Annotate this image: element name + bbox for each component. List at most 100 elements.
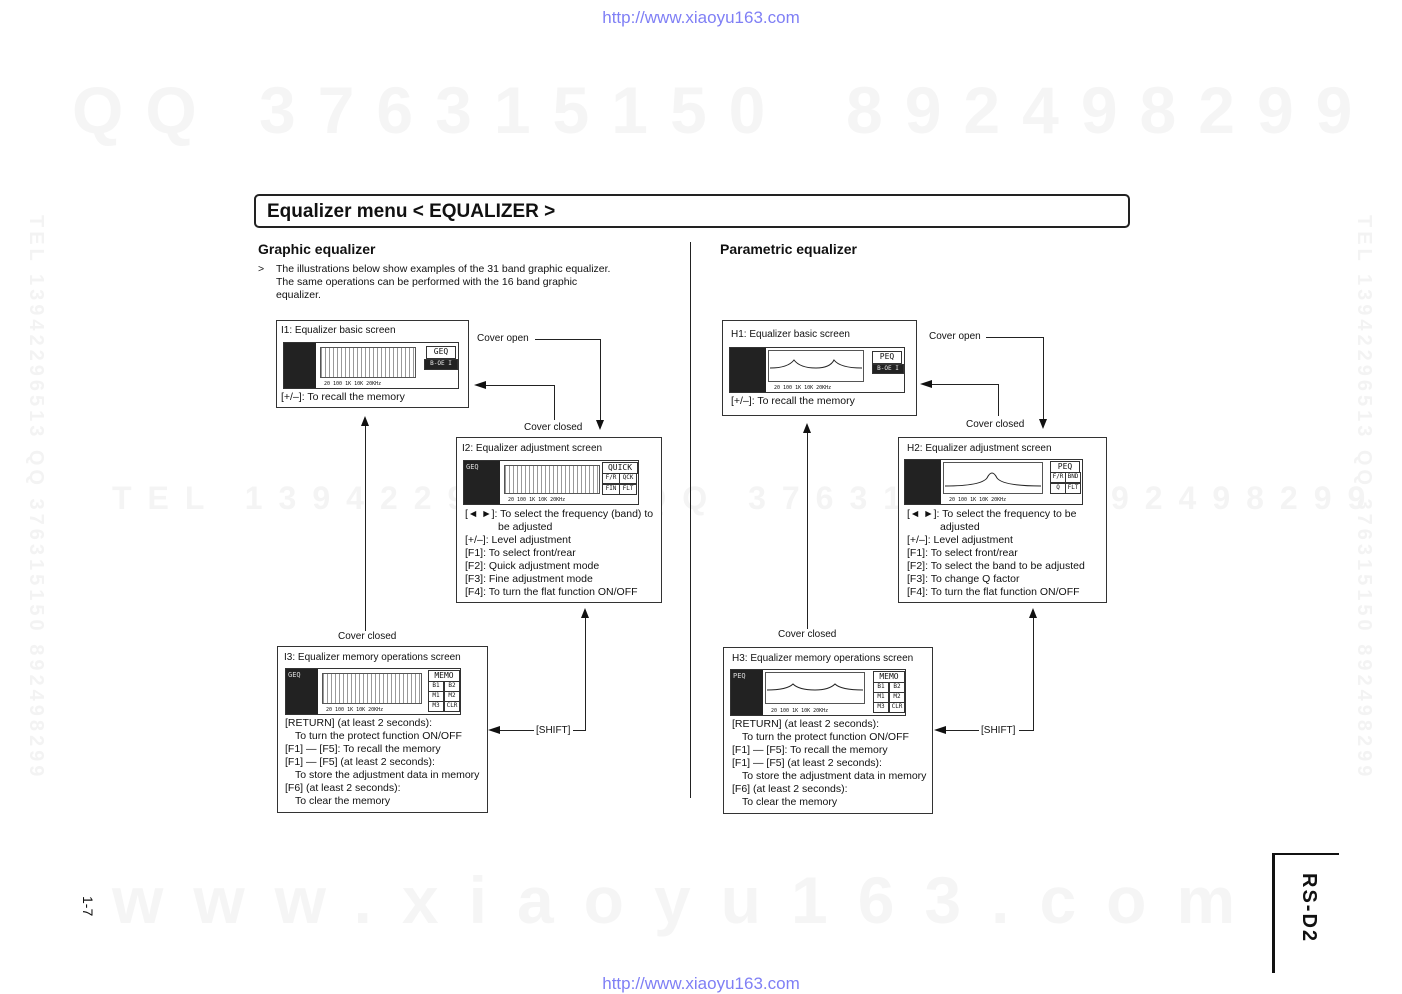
lcd-display-panel: GEQ [464,461,500,504]
connector-line [585,618,586,730]
eq-graph [504,465,600,494]
connector-line [946,730,979,731]
lcd-memory-label: B-OE I [424,359,458,370]
lcd-display-panel: PEQ [731,670,763,715]
peq-curve [943,462,1043,494]
connector-line [998,384,999,416]
arrow-left-icon [934,726,946,734]
desc-line: [RETURN] (at least 2 seconds): [732,718,880,730]
cover-closed-label: Cover closed [338,631,397,642]
i1-title: I1: Equalizer basic screen [281,325,396,336]
h3-lcd: PEQ 20 100 1K 10K 20KHz MEMO B1 B2 M1 M2… [730,669,906,716]
shift-label: [SHIFT] [536,725,571,736]
h1-lcd: 20 100 1K 10K 20KHz PEQ B-OE I [729,347,905,393]
desc-line: To store the adjustment data in memory [295,769,480,781]
connector-line [535,339,600,340]
memory-m3-button: M3 [873,702,889,713]
freq-ticks: 20 100 1K 10K 20KHz [771,708,829,714]
f2-quick-button: QCK [619,473,637,484]
desc-line: [F6] (at least 2 seconds): [732,783,848,795]
desc-line: [F4]: To turn the flat function ON/OFF [907,586,1080,598]
desc-line: adjusted [940,521,980,533]
i3-lcd: GEQ 20 100 1K 10K 20KHz MEMO B1 B2 M1 M2… [285,668,461,715]
lcd-mode-label: GEQ [466,463,479,471]
eq-graph [322,673,422,704]
freq-ticks: 20 100 1K 10K 20KHz [949,497,1007,503]
desc-line: [+/–]: Level adjustment [465,534,571,546]
i2-screen-box: I2: Equalizer adjustment screen GEQ 20 1… [456,437,662,603]
desc-line: [◄ ►]: To select the frequency to be [907,508,1077,520]
desc-line: [F3]: To change Q factor [907,573,1020,585]
watermark-site: www.xiaoyu163.com [112,863,1266,937]
shift-label: [SHIFT] [981,725,1016,736]
freq-ticks: 20 100 1K 10K 20KHz [326,707,384,713]
freq-ticks: 20 100 1K 10K 20KHz [774,385,832,391]
column-divider [690,242,691,798]
h3-title: H3: Equalizer memory operations screen [732,653,914,664]
lcd-memo-label: MEMO [428,670,460,682]
lcd-mode-label: GEQ [288,671,301,679]
desc-line: [F2]: Quick adjustment mode [465,560,600,572]
watermark-qq: QQ 376315150 [72,73,788,147]
connector-line [486,385,555,386]
connector-line [1019,730,1034,731]
watermark-tel: TEL 13942296513 QQ 376315150 892498299 [112,480,1382,516]
desc-line: be adjusted [498,521,553,533]
i1-screen-box: I1: Equalizer basic screen 20 100 1K 10K… [276,320,469,408]
watermark-url-top: http://www.xiaoyu163.com [602,8,800,27]
lcd-mode-label: PEQ [872,351,902,364]
h1-title: H1: Equalizer basic screen [731,329,850,340]
connector-line [554,385,555,420]
freq-ticks: 20 100 1K 10K 20KHz [508,497,566,503]
connector-line [932,384,999,385]
i2-title: I2: Equalizer adjustment screen [462,443,603,454]
h1-screen-box: H1: Equalizer basic screen 20 100 1K 10K… [722,320,917,416]
clear-memory-button: CLR [444,701,460,712]
lcd-mode-label: PEQ [733,672,746,680]
freq-ticks: 20 100 1K 10K 20KHz [324,381,382,387]
model-name: RS-D2 [1298,873,1320,944]
watermark-url-bottom: http://www.xiaoyu163.com [602,974,800,993]
connector-line [573,730,586,731]
cover-open-label: Cover open [929,331,981,342]
desc-line: [F6] (at least 2 seconds): [285,782,401,794]
desc-line: To clear the memory [295,795,391,807]
lcd-memory-label: B-OE I [872,364,904,374]
cover-closed-label: Cover closed [524,422,583,433]
eq-graph [320,347,416,378]
lcd-display-panel [730,348,766,392]
f3-fine-button: FIN [602,484,620,495]
desc-line: To turn the protect function ON/OFF [295,730,462,742]
bullet-marker: > [258,263,265,275]
clear-memory-button: CLR [889,702,905,713]
graphic-heading: Graphic equalizer [258,241,376,257]
i3-title: I3: Equalizer memory operations screen [284,652,461,663]
desc-line: [F1] — [F5] (at least 2 seconds): [732,757,882,769]
parametric-heading: Parametric equalizer [720,241,857,257]
lcd-display-panel [284,343,316,388]
lcd-mode-label: GEQ [426,346,456,359]
f1-front-rear-button: F/R [1050,472,1066,483]
page-title: Equalizer menu < EQUALIZER > [267,201,556,222]
arrow-left-icon [488,726,500,734]
desc-line: [F4]: To turn the flat function ON/OFF [465,586,638,598]
model-side-tab: RS-D2 [1272,853,1339,973]
h2-description: [◄ ►]: To select the frequency to be adj… [907,508,1103,599]
arrow-down-icon [1039,419,1047,429]
connector-line [1043,337,1044,420]
i3-screen-box: I3: Equalizer memory operations screen G… [277,646,488,813]
desc-line: [+/–]: Level adjustment [907,534,1013,546]
title-box: Equalizer menu < EQUALIZER > [254,194,1130,228]
h2-screen-box: H2: Equalizer adjustment screen 20 100 1… [898,437,1107,603]
lcd-display-panel: GEQ [286,669,318,714]
desc-line: [F1] — [F5]: To recall the memory [732,744,888,756]
arrow-up-icon [1029,608,1037,618]
connector-line [807,432,808,630]
arrow-left-icon [920,380,932,388]
memory-m3-button: M3 [428,701,444,712]
f2-band-button: BND [1065,472,1081,483]
i2-lcd: GEQ 20 100 1K 10K 20KHz QUICK F/R QCK FI… [463,460,639,505]
i1-description: [+/–]: To recall the memory [281,391,405,403]
desc-line: [F1]: To select front/rear [907,547,1018,559]
lcd-mode-label: PEQ [1050,461,1080,473]
